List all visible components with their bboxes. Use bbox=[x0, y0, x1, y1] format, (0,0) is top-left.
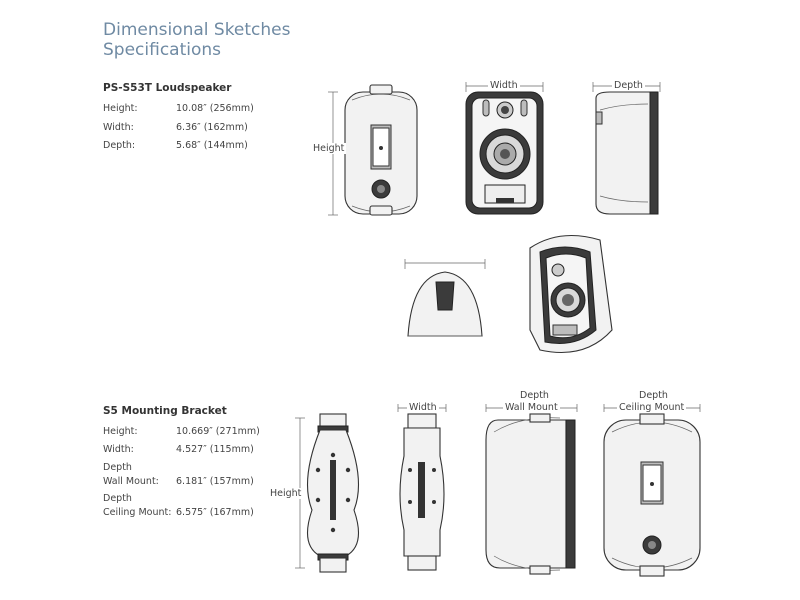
bracket-section-title: S5 Mounting Bracket bbox=[103, 405, 227, 417]
speaker-top-view bbox=[404, 259, 486, 337]
spec-label: Width: bbox=[103, 444, 134, 455]
speaker-perspective-view bbox=[529, 235, 613, 353]
spec-label-line-2: Wall Mount: bbox=[103, 476, 159, 487]
speaker-side-view bbox=[592, 82, 661, 215]
spec-value: 4.527″ (115mm) bbox=[176, 444, 254, 455]
bracket-dim-height-label: Height bbox=[268, 488, 304, 499]
bracket-front-view bbox=[295, 413, 360, 573]
loudspeaker-section-title: PS-S53T Loudspeaker bbox=[103, 82, 232, 94]
spec-label: Depth: bbox=[103, 140, 136, 151]
spec-label-line-2: Ceiling Mount: bbox=[103, 507, 172, 518]
spec-label: Height: bbox=[103, 103, 138, 114]
loudspeaker-dim-height-label: Height bbox=[311, 143, 347, 154]
spec-value: 10.08″ (256mm) bbox=[176, 103, 254, 114]
loudspeaker-dim-width-label: Width bbox=[488, 80, 520, 91]
spec-value: 6.575″ (167mm) bbox=[176, 507, 254, 518]
bracket-dim-depth-wall-label-2: Wall Mount bbox=[503, 402, 560, 413]
bracket-dim-depth-wall-label-1: Depth bbox=[518, 390, 551, 401]
page-title: Dimensional Sketches Specifications bbox=[103, 20, 291, 60]
bracket-ceiling-mount-view bbox=[603, 404, 701, 577]
title-line-2: Specifications bbox=[103, 40, 222, 60]
spec-value: 6.181″ (157mm) bbox=[176, 476, 254, 487]
speaker-front-view bbox=[465, 82, 544, 215]
title-line-1: Dimensional Sketches bbox=[103, 20, 291, 40]
loudspeaker-dim-depth-label: Depth bbox=[612, 80, 645, 91]
spec-label: Width: bbox=[103, 122, 134, 133]
bracket-dim-width-label: Width bbox=[407, 402, 439, 413]
bracket-side-view bbox=[397, 404, 447, 571]
bracket-wall-mount-view bbox=[485, 404, 578, 575]
bracket-dim-depth-ceiling-label-1: Depth bbox=[637, 390, 670, 401]
spec-label-line-1: Depth bbox=[103, 493, 132, 504]
spec-value: 10.669″ (271mm) bbox=[176, 426, 260, 437]
spec-value: 6.36″ (162mm) bbox=[176, 122, 248, 133]
spec-label-line-1: Depth bbox=[103, 462, 132, 473]
spec-label: Height: bbox=[103, 426, 138, 437]
bracket-dim-depth-ceiling-label-2: Ceiling Mount bbox=[617, 402, 687, 413]
spec-value: 5.68″ (144mm) bbox=[176, 140, 248, 151]
